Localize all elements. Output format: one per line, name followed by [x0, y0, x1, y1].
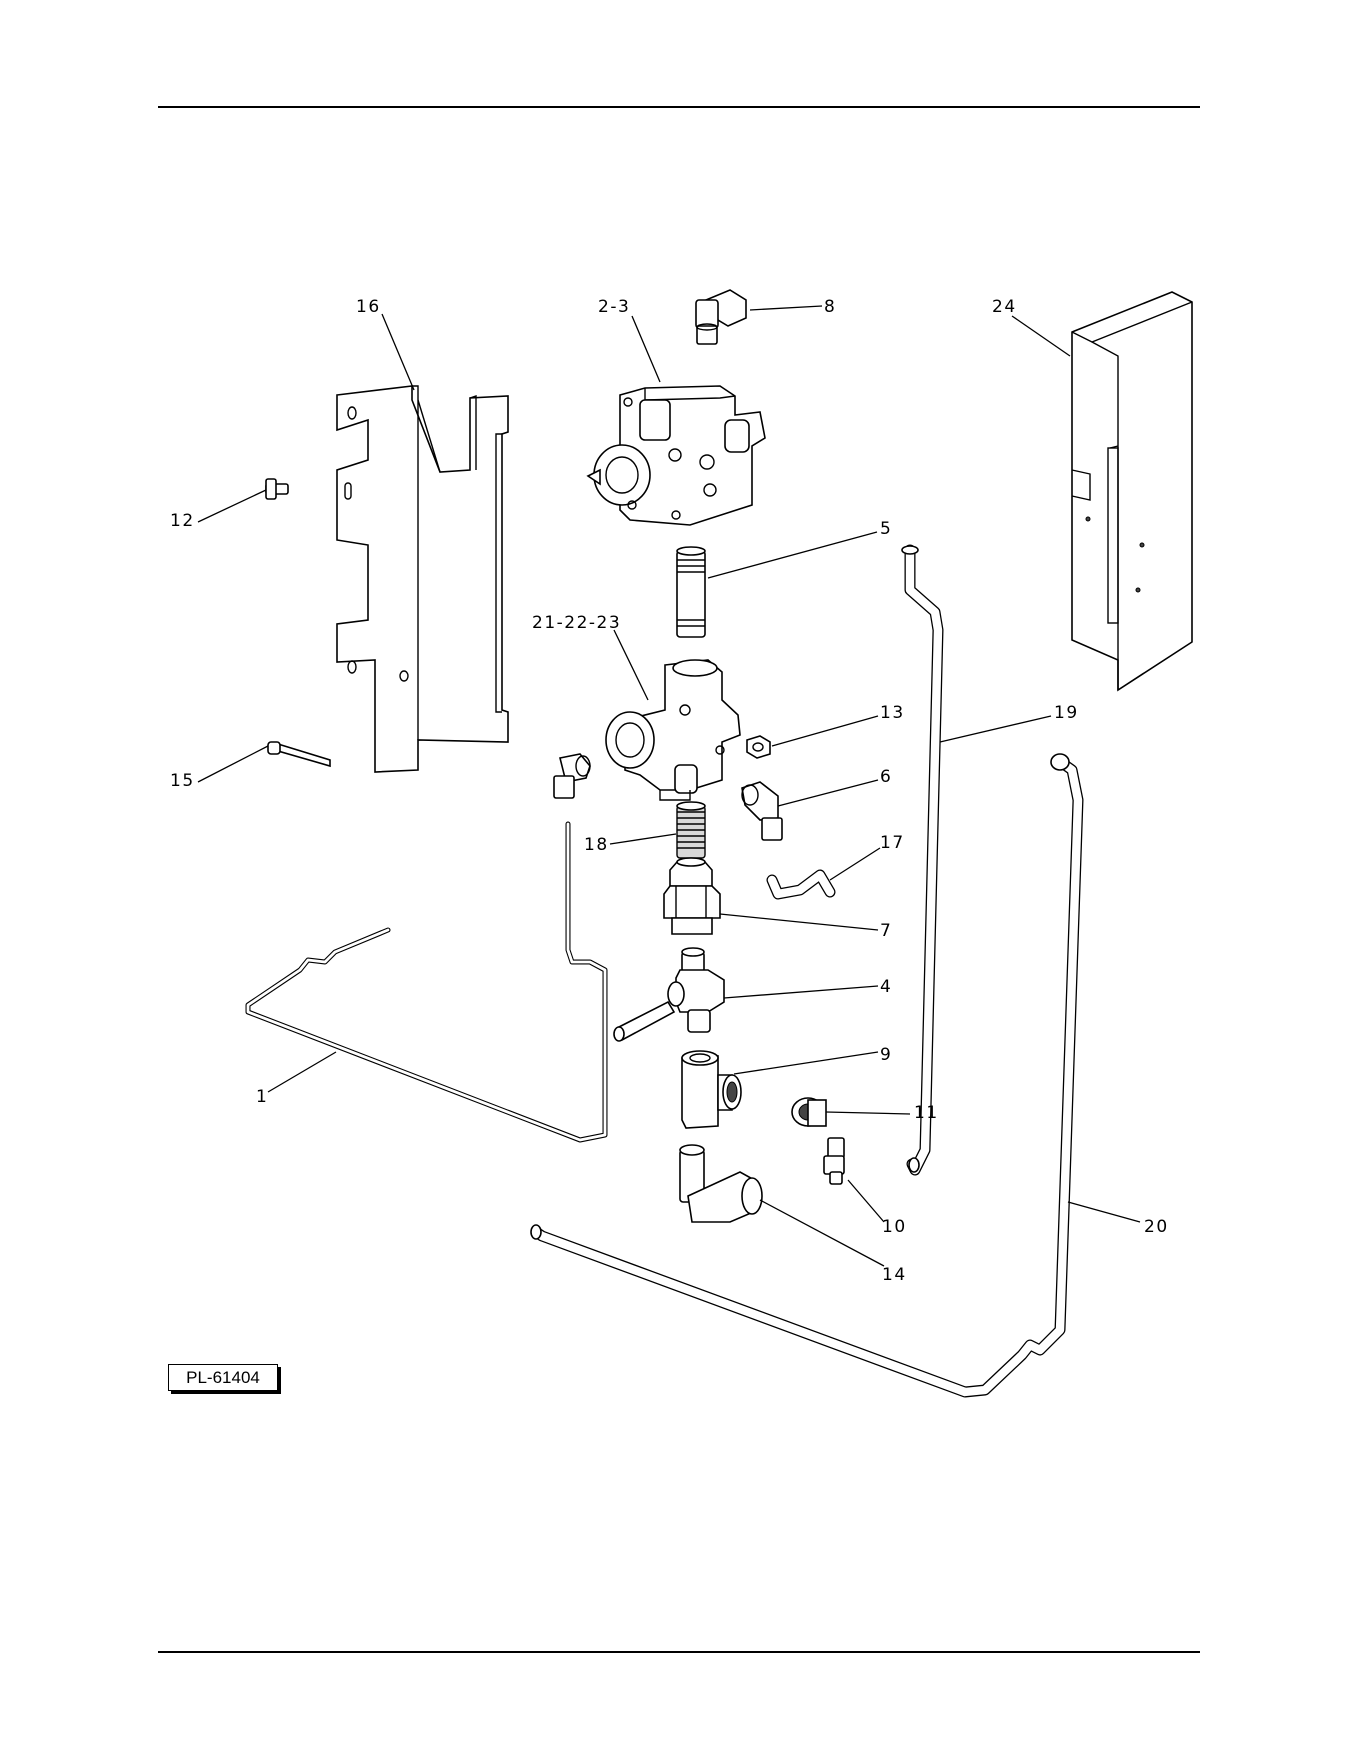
callout-13: 13 [880, 703, 905, 723]
callout-4: 4 [880, 977, 892, 997]
wire-rod-part-1 [248, 824, 605, 1140]
bolt-part-15 [268, 742, 330, 766]
callout-18: 18 [584, 835, 609, 855]
elbow-fitting-part-6 [742, 782, 782, 840]
callout-5: 5 [880, 519, 892, 539]
elbow-fitting-part-8 [696, 290, 746, 344]
shutoff-valve-part-4 [614, 948, 724, 1041]
elbow-fitting-left [554, 754, 590, 798]
callout-21-22-23: 21-22-23 [532, 613, 621, 633]
callout-14: 14 [882, 1265, 907, 1285]
bushing-part-11 [792, 1098, 826, 1126]
callout-1: 1 [256, 1087, 268, 1107]
callout-11: 11 [914, 1103, 939, 1123]
pipe-nipple-part-18 [677, 802, 705, 858]
tube-part-19 [902, 546, 938, 1172]
callout-24: 24 [992, 297, 1017, 317]
callout-20: 20 [1144, 1217, 1169, 1237]
callout-6: 6 [880, 767, 892, 787]
union-part-7 [664, 858, 720, 934]
callout-19: 19 [1054, 703, 1079, 723]
callout-17: 17 [880, 833, 905, 853]
mounting-bracket-part-16 [337, 386, 508, 772]
pipe-nipple-part-5 [677, 547, 705, 637]
callout-12: 12 [170, 511, 195, 531]
callout-10: 10 [882, 1217, 907, 1237]
callout-7: 7 [880, 921, 892, 941]
bent-tube-part-17 [772, 875, 830, 894]
nut-part-13 [747, 736, 770, 758]
cover-part-24 [1072, 292, 1192, 690]
regulator-part-21-22-23 [606, 660, 740, 800]
plate-label: PL-61404 [168, 1364, 278, 1391]
callout-9: 9 [880, 1045, 892, 1065]
callout-8: 8 [824, 297, 836, 317]
tee-fitting-part-9 [682, 1051, 741, 1128]
callout-15: 15 [170, 771, 195, 791]
screw-part-12 [266, 479, 288, 499]
street-elbow-part-14 [680, 1145, 762, 1222]
gas-valve-part-2-3 [588, 386, 765, 525]
callout-16: 16 [356, 297, 381, 317]
callout-2-3: 2-3 [598, 297, 630, 317]
tube-part-20 [531, 754, 1078, 1392]
compression-fitting-part-10 [824, 1138, 844, 1184]
